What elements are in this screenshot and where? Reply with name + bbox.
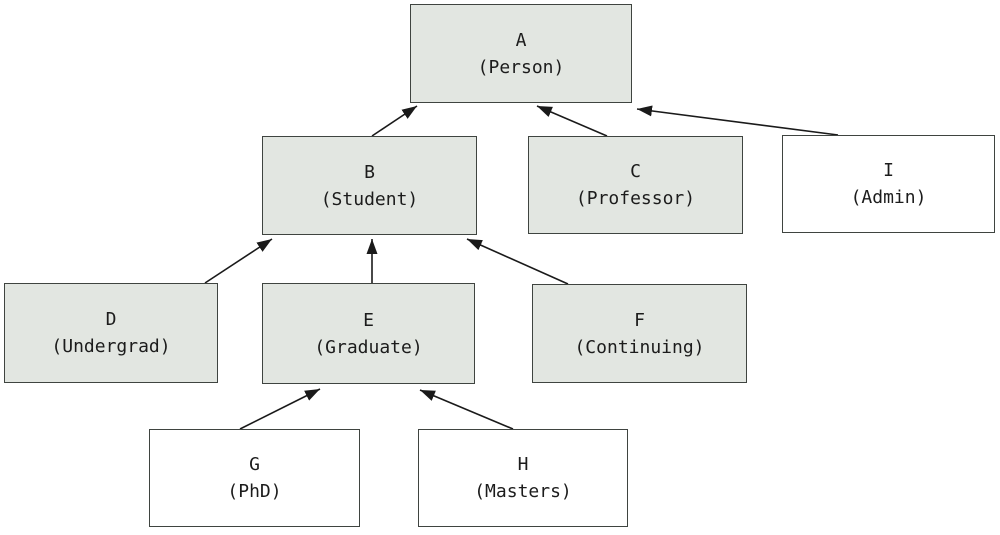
inheritance-arrow-c-to-a bbox=[536, 105, 608, 137]
node-e-graduate: E (Graduate) bbox=[262, 283, 475, 384]
inheritance-arrow-f-to-b bbox=[466, 238, 569, 285]
inheritance-arrow-d-to-b bbox=[204, 238, 273, 284]
node-i-admin: I (Admin) bbox=[782, 135, 995, 233]
inheritance-arrow-i-to-a bbox=[636, 105, 839, 136]
node-letter: I bbox=[883, 160, 894, 181]
node-subtitle: (PhD) bbox=[227, 481, 282, 502]
node-a-person: A (Person) bbox=[410, 4, 632, 103]
node-letter: E bbox=[363, 309, 374, 331]
node-subtitle: (Continuing) bbox=[574, 336, 705, 358]
node-f-continuing: F (Continuing) bbox=[532, 284, 747, 383]
node-subtitle: (Admin) bbox=[850, 187, 927, 208]
node-letter: H bbox=[517, 454, 529, 475]
node-subtitle: (Professor) bbox=[575, 188, 696, 209]
node-subtitle: (Student) bbox=[320, 188, 419, 210]
node-letter: C bbox=[630, 161, 641, 182]
node-d-undergrad: D (Undergrad) bbox=[4, 283, 218, 383]
node-b-student: B (Student) bbox=[262, 136, 477, 235]
node-letter: A bbox=[515, 29, 527, 51]
node-g-phd: G (PhD) bbox=[149, 429, 360, 527]
inheritance-arrow-h-to-e bbox=[419, 389, 514, 430]
node-letter: F bbox=[634, 309, 645, 331]
node-c-professor: C (Professor) bbox=[528, 136, 743, 234]
node-h-masters: H (Masters) bbox=[418, 429, 628, 527]
node-subtitle: (Person) bbox=[477, 56, 565, 78]
inheritance-arrow-g-to-e bbox=[239, 388, 321, 430]
inheritance-arrow-b-to-a bbox=[371, 105, 418, 137]
node-subtitle: (Graduate) bbox=[314, 336, 423, 358]
node-letter: G bbox=[249, 454, 260, 475]
node-subtitle: (Undergrad) bbox=[51, 336, 171, 357]
node-letter: D bbox=[105, 309, 117, 330]
node-subtitle: (Masters) bbox=[474, 481, 572, 502]
node-letter: B bbox=[364, 161, 375, 183]
